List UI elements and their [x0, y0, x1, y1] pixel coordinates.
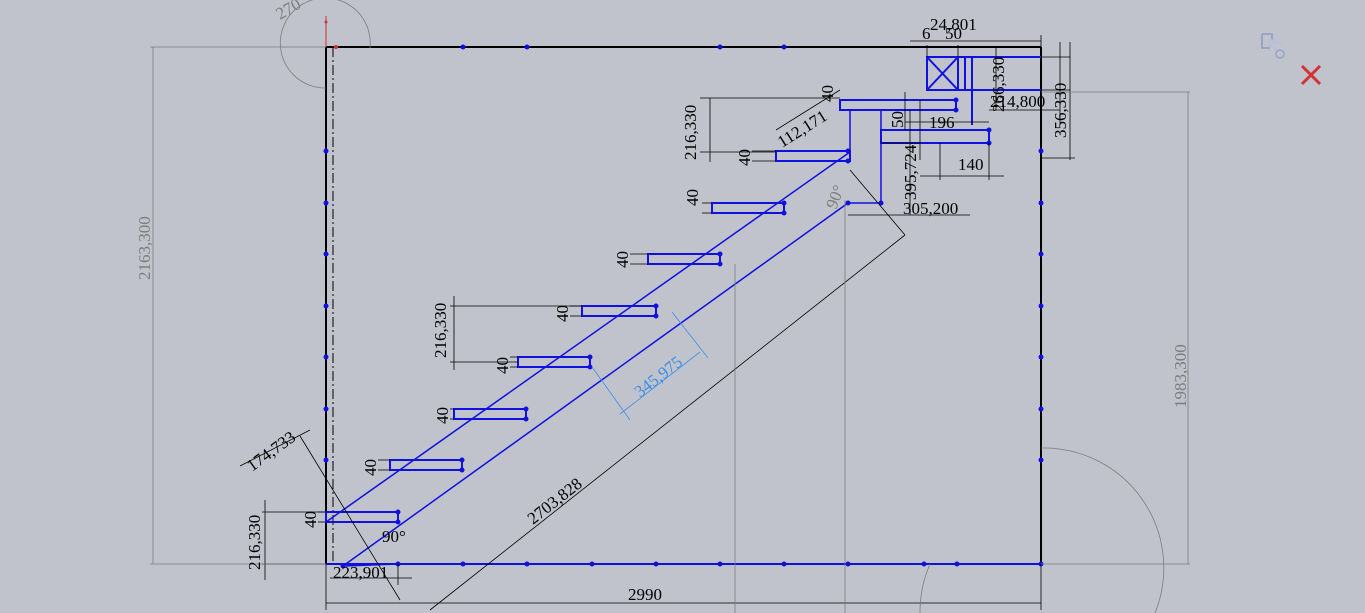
dim-right-356[interactable]: 356,330	[1051, 83, 1070, 138]
dim-2990[interactable]: 2990	[628, 585, 662, 604]
dim-270[interactable]: 270	[273, 0, 305, 23]
confirm-rebuild-icon[interactable]	[1261, 33, 1285, 59]
dim-196[interactable]: 196	[929, 113, 955, 132]
dim-40-7[interactable]: 40	[361, 459, 380, 476]
dim-395[interactable]: 395,724	[901, 144, 920, 200]
dim-216-top[interactable]: 216,330	[681, 105, 700, 160]
dim-40-top[interactable]: 40	[818, 85, 837, 102]
dim-140[interactable]: 140	[958, 155, 984, 174]
dim-40-5[interactable]: 40	[493, 357, 512, 374]
close-icon[interactable]	[1300, 64, 1322, 86]
dim-40-1[interactable]: 40	[735, 149, 754, 166]
dim-right-214[interactable]: 214,800	[990, 92, 1045, 111]
dim-1983[interactable]: 1983,300	[1171, 344, 1190, 408]
frame-points	[323, 44, 1044, 567]
dim-40-6[interactable]: 40	[433, 407, 452, 424]
dim-112[interactable]: 112,171	[774, 106, 830, 151]
tread-points	[340, 97, 992, 569]
dim-216-bot[interactable]: 216,330	[245, 515, 264, 570]
dim-40-3[interactable]: 40	[613, 251, 632, 268]
dim-40-4[interactable]: 40	[553, 305, 572, 322]
landing-block[interactable]	[926, 56, 1041, 125]
dim-top-b[interactable]: 50	[945, 24, 962, 43]
reference-dimension-lines	[150, 0, 1190, 613]
dim-right-266[interactable]: 266,330	[989, 57, 1008, 112]
dim-174[interactable]: 174,733	[243, 427, 299, 475]
dim-2703[interactable]: 2703,828	[524, 474, 586, 528]
dim-305[interactable]: 305,200	[903, 199, 958, 218]
dim-top-total[interactable]: 24,801	[930, 15, 977, 34]
dim-2163[interactable]: 2163,300	[135, 216, 154, 280]
dim-50[interactable]: 50	[888, 111, 907, 128]
origin-marker	[324, 16, 338, 49]
stringer[interactable]	[325, 109, 882, 567]
dim-90-bot[interactable]: 90°	[382, 527, 406, 546]
dim-top-a[interactable]: 6	[922, 24, 931, 43]
treads[interactable]	[325, 99, 990, 523]
driven-dimension-lines	[591, 311, 709, 421]
dim-223[interactable]: 223,901	[333, 563, 388, 582]
dim-216-mid[interactable]: 216,330	[431, 303, 450, 358]
dim-40-2[interactable]: 40	[683, 189, 702, 206]
dim-345[interactable]: 345,975	[631, 352, 686, 401]
dimension-lines	[239, 35, 1075, 611]
dim-40-8[interactable]: 40	[301, 511, 320, 528]
